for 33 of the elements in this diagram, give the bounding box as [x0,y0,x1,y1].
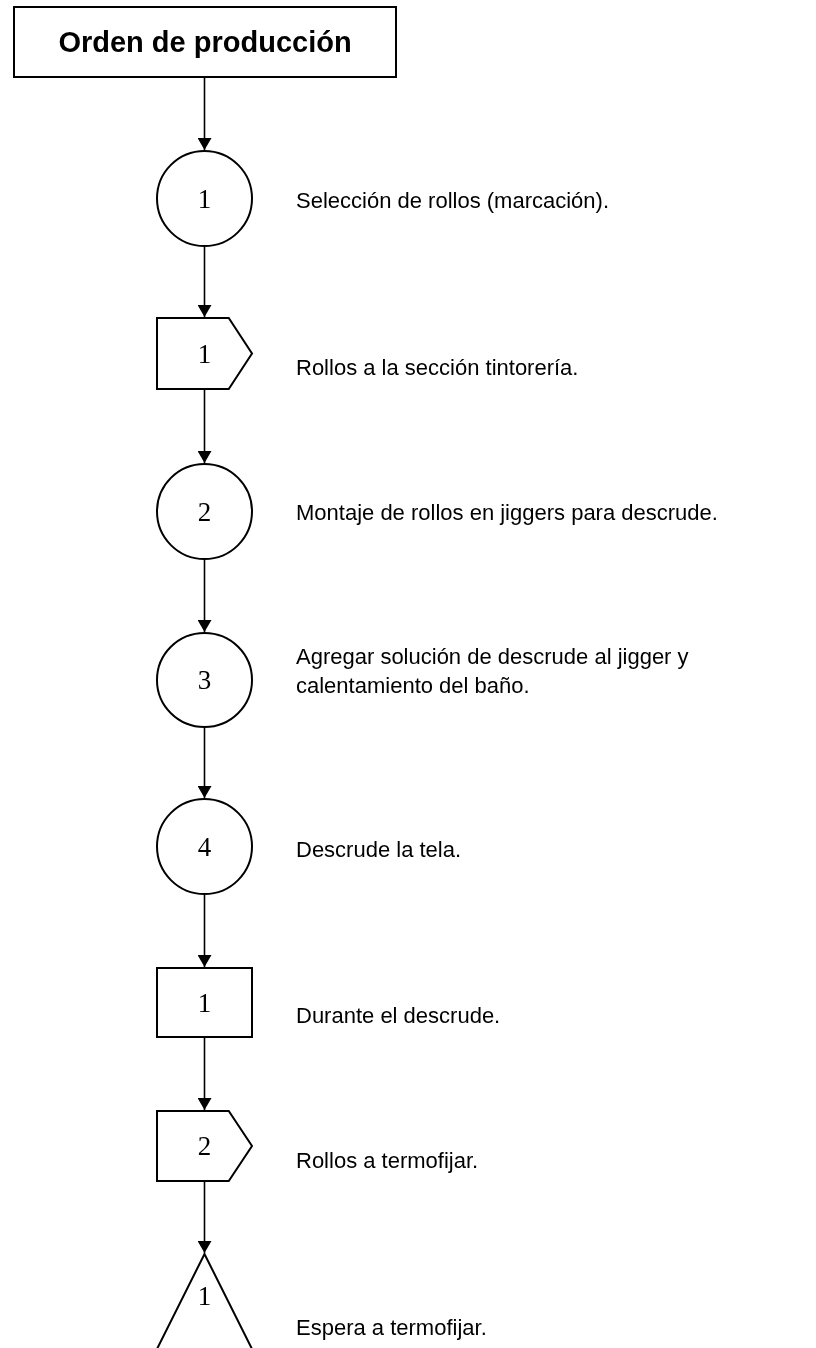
operation-circle [156,798,253,895]
step-number: 1 [197,183,212,214]
arrow [197,77,212,151]
step-number: 1 [197,1280,212,1311]
process-box [13,6,397,78]
step-description: Rollos a termofijar. [296,1146,480,1175]
operation-circle [156,632,253,728]
arrow [197,246,212,318]
step-description: Rollos a la sección tintorería. [296,353,580,382]
step-number: 1 [197,987,212,1018]
arrow [197,727,212,799]
step-description: Espera a termofijar. [296,1313,488,1342]
transport-symbol [156,317,253,390]
operation-circle [156,463,253,560]
step-description: Durante el descrude. [296,1001,502,1030]
step-number: 2 [197,496,212,527]
arrow [197,389,212,464]
step-number: 1 [197,338,212,369]
step-number: 4 [197,831,212,862]
arrow [197,559,212,633]
transport-symbol [156,1110,253,1182]
step-description: Agregar solución de descrude al jigger y calentamiento del baño. [296,643,690,700]
step-number: 2 [197,1131,212,1161]
step-description: Descrude la tela. [296,835,463,864]
arrow [197,1181,212,1254]
title-text: Orden de producción [57,25,353,59]
inspection-box [156,967,253,1038]
step-number: 3 [197,665,212,695]
step-description: Selección de rollos (marcación). [296,186,611,215]
arrow [197,894,212,968]
step-description: Montaje de rollos en jiggers para descrude. [296,498,719,527]
arrow [197,1037,212,1111]
operation-circle [156,150,253,247]
